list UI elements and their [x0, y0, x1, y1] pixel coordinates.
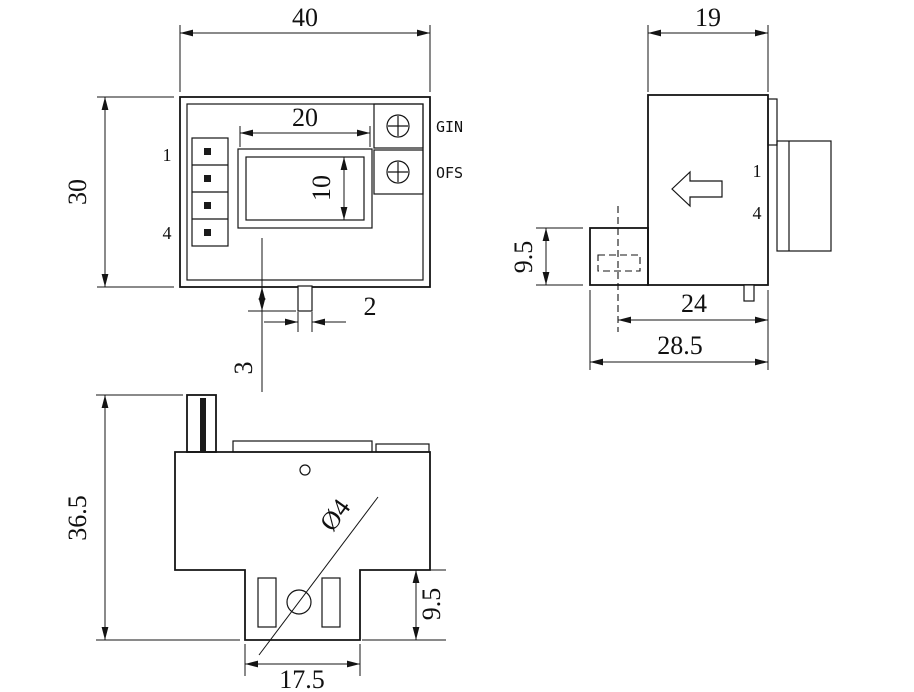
trimmer-gain [373, 103, 424, 149]
dim-tab-length-label: 3 [229, 362, 258, 375]
dim-bottom-overall-height-label: 36.5 [63, 495, 92, 541]
dim-tab-width: 2 [264, 292, 377, 332]
dim-overall-depth: 28.5 [589, 290, 768, 370]
side-pin-first-label: 1 [753, 161, 762, 181]
front-display-window [237, 148, 373, 229]
dim-window-width-label: 20 [292, 103, 318, 132]
pin-contact-icon [204, 148, 211, 155]
pin-contact-icon [204, 202, 211, 209]
direction-arrow-icon [671, 170, 723, 208]
dim-side-width: 19 [647, 3, 769, 92]
trimmer-offset [373, 149, 424, 195]
side-view: 1 4 19 9.5 24 [509, 3, 832, 370]
pin-contact-icon [204, 175, 211, 182]
bottom-view: Ø4 36.5 9.5 17.5 [63, 394, 446, 692]
dim-step-height-label: 9.5 [417, 588, 446, 621]
bottom-pin-slot [321, 577, 341, 628]
dim-boss-height: 9.5 [509, 227, 583, 286]
trimmer-offset-label: OFS [436, 164, 463, 182]
front-pin-last-label: 4 [163, 223, 172, 243]
dim-overall-height: 30 [63, 96, 174, 288]
front-bottom-tab [297, 285, 313, 312]
bottom-top-strip [232, 440, 373, 453]
bottom-mounting-hole [286, 589, 312, 615]
dim-overall-width: 40 [179, 3, 431, 92]
front-connector [191, 137, 229, 247]
dim-overall-depth-label: 28.5 [657, 331, 703, 360]
pin-contact-icon [204, 229, 211, 236]
side-hidden-hole [597, 254, 641, 272]
screw-adjuster-icon [386, 160, 410, 184]
side-boss [589, 227, 649, 286]
side-bottom-pin [743, 284, 755, 302]
dim-overall-height-label: 30 [63, 179, 92, 205]
side-body-outline [647, 94, 769, 286]
bottom-small-hole [299, 464, 311, 476]
dim-overall-width-label: 40 [292, 3, 318, 32]
dim-tab-width-label: 2 [364, 292, 377, 321]
dim-boss-height-label: 9.5 [509, 241, 538, 274]
bottom-connector-bar [200, 398, 206, 452]
dim-inner-depth-label: 24 [681, 289, 707, 318]
side-connector [776, 140, 832, 252]
bottom-body-outline [174, 451, 431, 641]
dim-bottom-overall-height: 36.5 [63, 394, 240, 641]
front-pin-first-label: 1 [163, 145, 172, 165]
bottom-pin-slot [257, 577, 277, 628]
screw-adjuster-icon [386, 114, 410, 138]
bottom-top-strip-small [375, 443, 430, 453]
side-top-rib [767, 98, 778, 146]
side-pin-last-label: 4 [753, 203, 762, 223]
dim-tab-length: 3 [229, 238, 296, 392]
hole-leader-line [258, 496, 379, 656]
dim-window-height: 10 [307, 157, 348, 220]
dim-inner-depth: 24 [618, 289, 769, 370]
trimmer-gain-label: GIN [436, 118, 463, 136]
dim-window-width: 20 [239, 103, 371, 147]
dim-step-height: 9.5 [362, 569, 446, 641]
dim-hole-diameter-label: Ø4 [314, 494, 356, 537]
dim-side-width-label: 19 [695, 3, 721, 32]
dim-slot-width-label: 17.5 [279, 665, 325, 692]
dim-slot-width: 17.5 [244, 644, 361, 692]
front-view: 1 4 GIN OFS [63, 3, 463, 392]
dim-window-height-label: 10 [307, 175, 336, 201]
